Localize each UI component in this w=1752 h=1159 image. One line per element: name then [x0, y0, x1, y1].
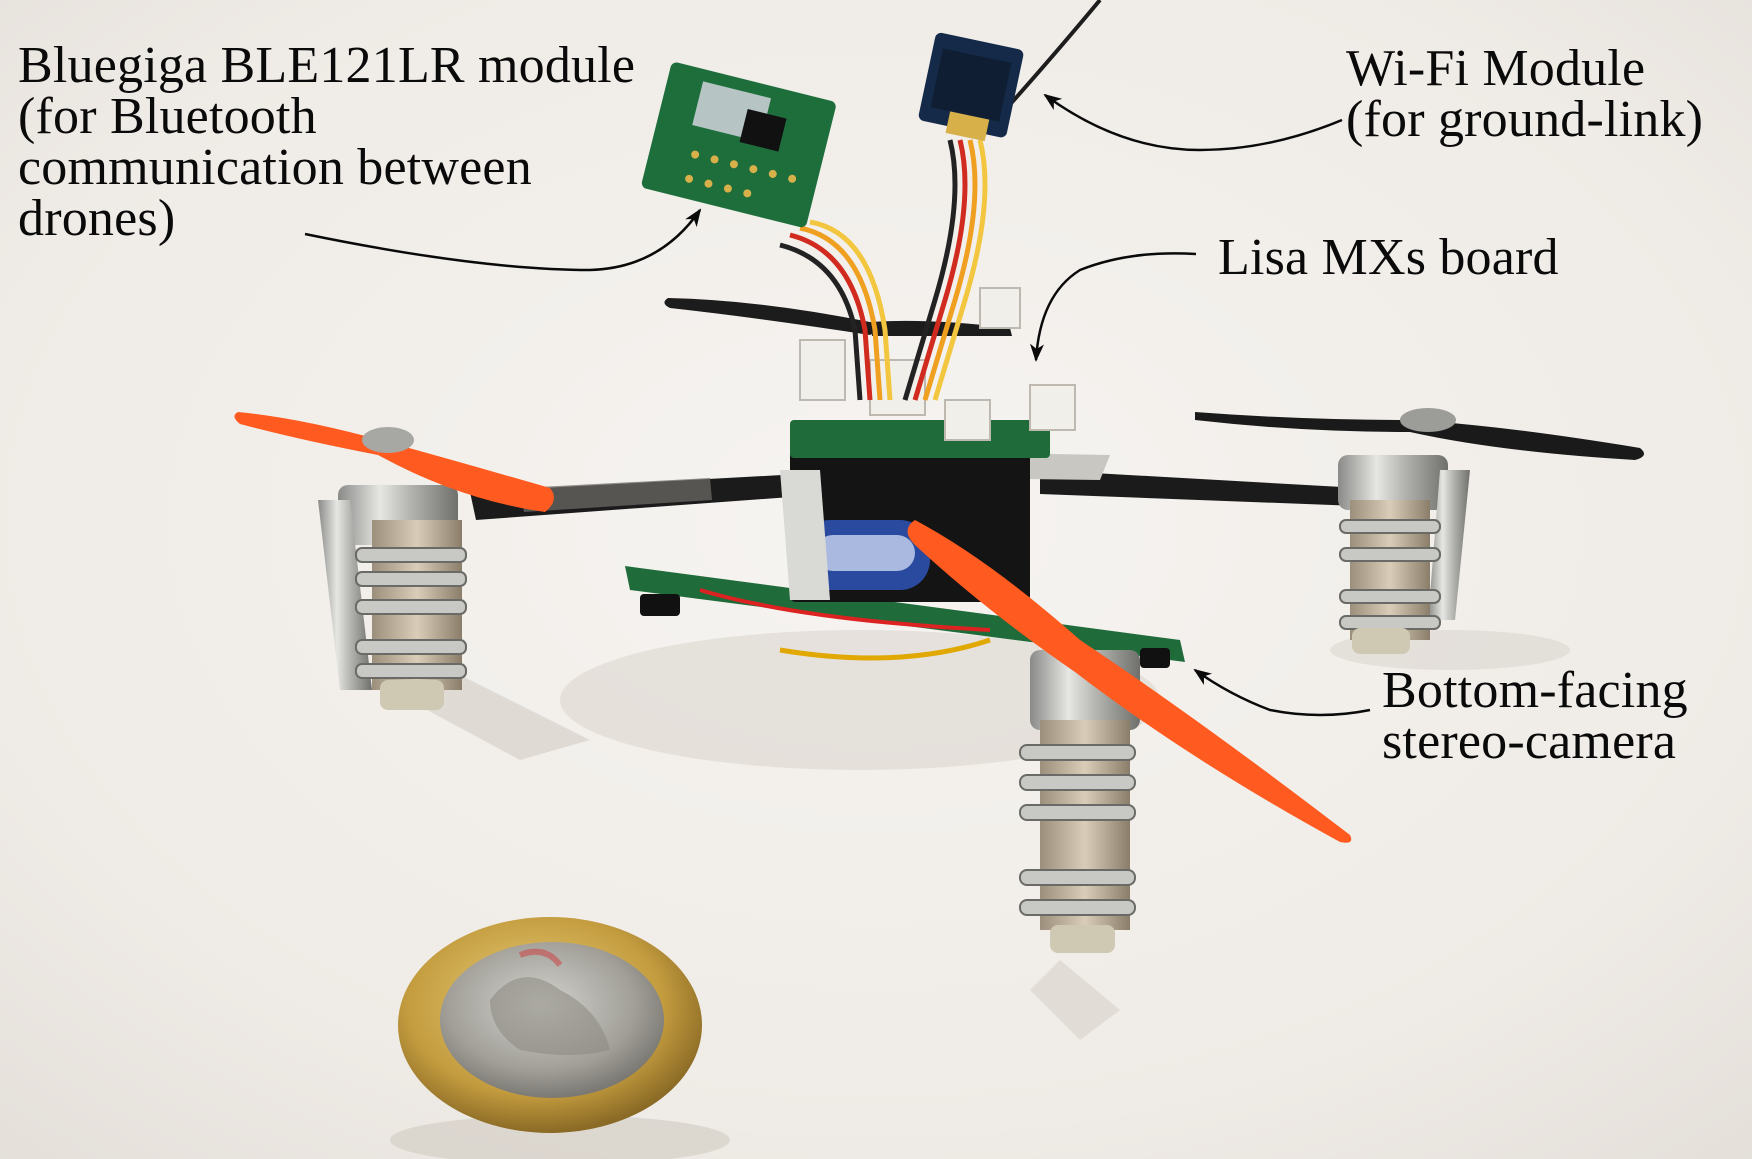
ble-line-3: communication between: [18, 139, 532, 196]
wifi-line-2: (for ground-link): [1346, 91, 1704, 148]
ble-line-1: Bluegiga BLE121LR module: [18, 37, 636, 94]
lisa-line-1: Lisa MXs board: [1218, 229, 1559, 286]
label-lisa-board: Lisa MXs board: [1218, 229, 1559, 286]
ble-line-4: drones): [18, 190, 176, 247]
camera-line-1: Bottom-facing: [1382, 662, 1688, 719]
label-wifi-module: Wi-Fi Module(for ground-link): [1346, 40, 1704, 148]
camera-line-2: stereo-camera: [1382, 713, 1677, 770]
wifi-line-1: Wi-Fi Module: [1346, 40, 1646, 97]
ble-line-2: (for Bluetooth: [18, 88, 317, 145]
